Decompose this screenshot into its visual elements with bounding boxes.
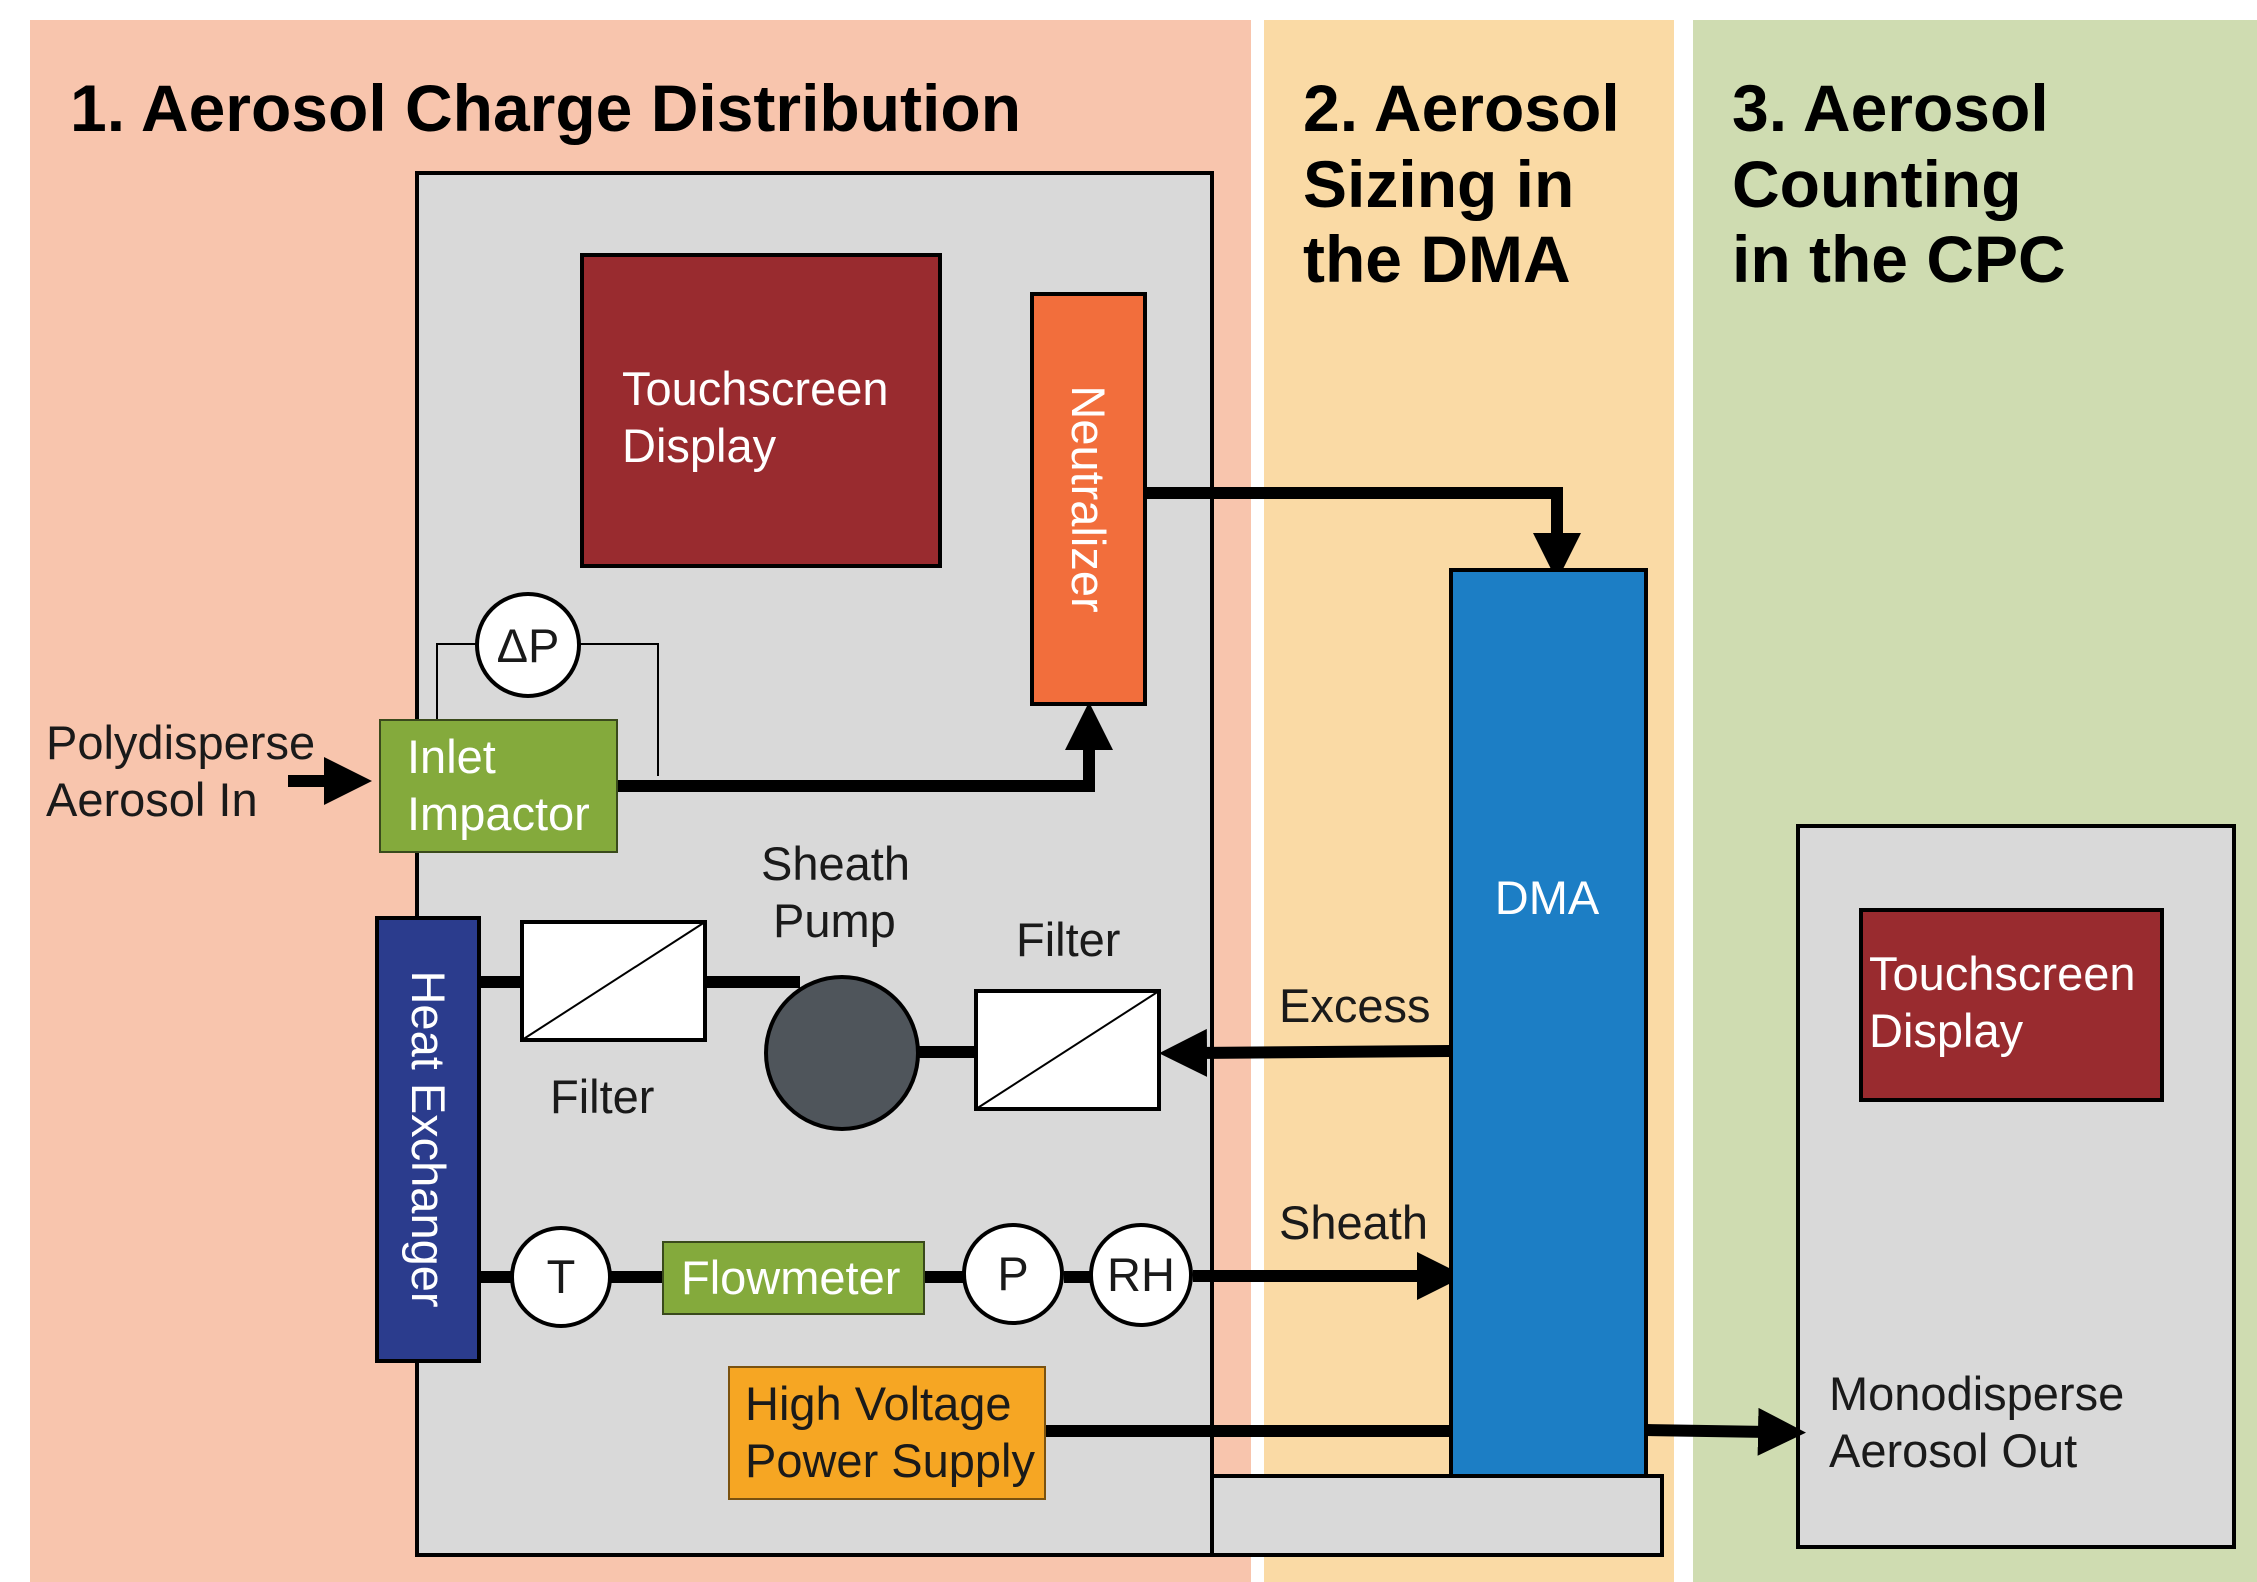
rh-sensor — [1089, 1223, 1193, 1327]
sheath-flow-label: Sheath — [1279, 1196, 1428, 1249]
aerosol-in-line-2: Aerosol In — [46, 773, 258, 826]
pipe-neutralizer-to-dma — [1145, 487, 1581, 581]
aerosol-in-line-1: Polydisperse — [46, 716, 315, 769]
excess-flow-label: Excess — [1279, 979, 1431, 1032]
inlet-impactor-label: Inlet Impactor — [407, 730, 590, 840]
section-sizing-title-line-2: Sizing in — [1303, 147, 1574, 221]
arrow-excess-flow — [1159, 1028, 1452, 1077]
touchscreen-display-main-line-2: Display — [622, 419, 777, 472]
aerosol-out-label: Monodisperse Aerosol Out — [1829, 1367, 2137, 1477]
high-voltage-line-1: High Voltage — [745, 1377, 1012, 1430]
rh-sensor-label: RH — [1107, 1248, 1175, 1301]
section-counting-title-line-3: in the CPC — [1732, 222, 2066, 296]
delta-p-label: ΔP — [497, 619, 560, 672]
sheath-pump-line-1: Sheath — [761, 837, 910, 890]
section-counting-title: 3. Aerosol Counting in the CPC — [1732, 71, 2067, 296]
neutralizer-label: Neutralizer — [1062, 385, 1115, 612]
heat-exchanger-label: Heat Exchanger — [402, 970, 455, 1307]
touchscreen-display-cpc-line-2: Display — [1869, 1004, 2024, 1057]
inlet-impactor-line-2: Impactor — [407, 787, 590, 840]
aerosol-in-label: Polydisperse Aerosol In — [46, 716, 328, 826]
dma-column — [1449, 568, 1648, 1478]
heat-exchanger — [375, 916, 481, 1363]
inlet-impactor-line-1: Inlet — [407, 730, 496, 783]
arrow-aerosol-out — [1645, 1407, 1806, 1456]
temperature-sensor — [510, 1226, 612, 1328]
neutralizer — [1030, 292, 1147, 706]
dma-base — [1210, 1474, 1664, 1557]
delta-p-sensor — [475, 592, 581, 698]
filter-right-label: Filter — [1016, 913, 1120, 966]
sheath-pump-label: Sheath Pump — [761, 837, 923, 947]
pressure-sensor — [962, 1223, 1064, 1325]
delta-p-tap-right — [578, 643, 659, 776]
dma-label: DMA — [1495, 871, 1600, 924]
section-counting-title-line-2: Counting — [1732, 147, 2022, 221]
temperature-sensor-label: T — [547, 1250, 576, 1303]
high-voltage-line-2: Power Supply — [745, 1434, 1035, 1487]
section-sizing-title: 2. Aerosol Sizing in the DMA — [1303, 71, 1638, 296]
sheath-pump — [764, 975, 920, 1131]
touchscreen-display-main-label: Touchscreen Display — [622, 362, 902, 472]
flowmeter-label: Flowmeter — [681, 1251, 900, 1304]
section-counting-title-line-1: 3. Aerosol — [1732, 71, 2049, 145]
section-charge-title: 1. Aerosol Charge Distribution — [70, 71, 1021, 145]
high-voltage-power-supply — [728, 1366, 1046, 1500]
high-voltage-power-supply-label: High Voltage Power Supply — [745, 1377, 1035, 1487]
delta-p-tap-left — [436, 643, 477, 719]
aerosol-out-line-1: Monodisperse — [1829, 1367, 2124, 1420]
pressure-sensor-label: P — [997, 1247, 1028, 1300]
touchscreen-display-cpc-line-1: Touchscreen — [1869, 947, 2136, 1000]
sheath-pump-line-2: Pump — [773, 894, 896, 947]
flowmeter — [662, 1241, 925, 1315]
filter-left-label: Filter — [550, 1070, 654, 1123]
section-sizing-title-line-1: 2. Aerosol — [1303, 71, 1620, 145]
inlet-impactor — [379, 719, 618, 853]
touchscreen-display-main-line-1: Touchscreen — [622, 362, 889, 415]
filter-right-media — [975, 990, 1160, 1110]
pipe-impactor-to-neutralizer — [617, 702, 1113, 792]
touchscreen-display-main — [580, 253, 942, 568]
touchscreen-display-cpc-label: Touchscreen Display — [1869, 947, 2149, 1057]
aerosol-out-line-2: Aerosol Out — [1829, 1424, 2077, 1477]
filter-left-media — [521, 921, 706, 1041]
touchscreen-display-cpc — [1859, 908, 2164, 1102]
section-sizing-title-line-3: the DMA — [1303, 222, 1571, 296]
